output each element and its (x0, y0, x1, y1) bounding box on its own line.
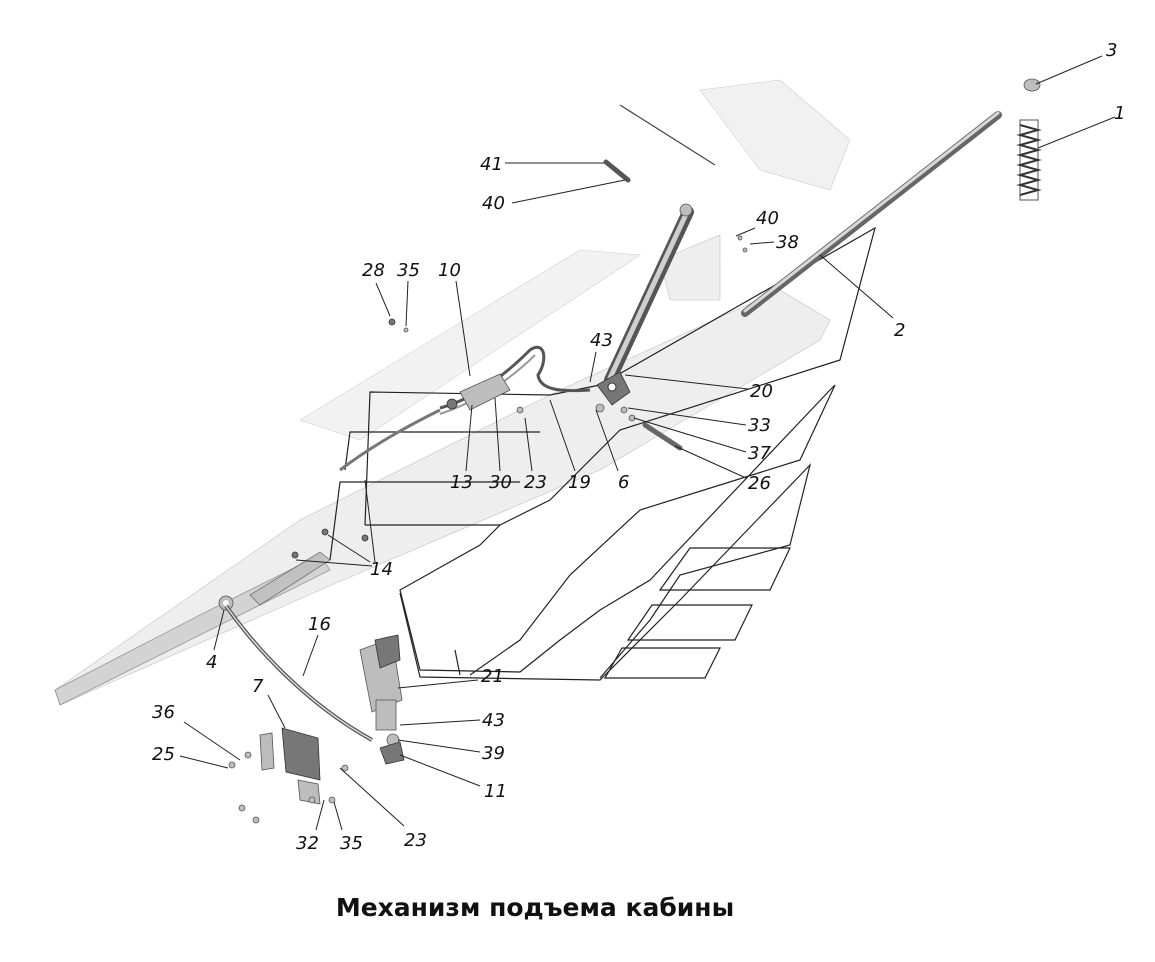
leader-lines (179, 55, 1116, 831)
pin-part-26 (642, 422, 683, 451)
callout-10: 10 (438, 260, 461, 281)
cap-part-3 (1023, 78, 1041, 92)
callout-6: 6 (618, 472, 629, 493)
callout-23-upper: 23 (524, 472, 547, 493)
callout-28: 28 (362, 260, 385, 281)
callout-33: 33 (748, 415, 771, 436)
callout-1: 1 (1114, 103, 1125, 124)
callout-20: 20 (750, 381, 773, 402)
callout-32: 32 (296, 833, 319, 854)
callout-37: 37 (748, 443, 771, 464)
callout-43-top: 43 (590, 330, 613, 351)
callout-4: 4 (206, 652, 217, 673)
spring-part-1 (1016, 119, 1042, 201)
cab-outline (329, 226, 876, 681)
frame-rail-lower (54, 551, 331, 706)
callout-13: 13 (450, 472, 473, 493)
callout-11: 11 (484, 781, 507, 802)
callout-41: 41 (480, 154, 503, 175)
callout-14: 14 (370, 559, 393, 580)
bracket-part-7 (259, 727, 321, 805)
callout-2: 2 (894, 320, 905, 341)
callout-16: 16 (308, 614, 331, 635)
pump-part-21 (359, 634, 405, 765)
frame-background (54, 79, 851, 706)
bolt-part-41 (603, 159, 631, 183)
hose-part-16 (224, 604, 373, 742)
callout-7: 7 (252, 676, 264, 697)
callouts: 3 1 2 41 40 40 38 28 35 10 43 20 33 37 2… (152, 40, 1125, 854)
callout-26: 26 (748, 473, 771, 494)
callout-39: 39 (482, 743, 505, 764)
callout-40-right: 40 (756, 208, 779, 229)
callout-40-top: 40 (482, 193, 505, 214)
callout-35-top: 35 (397, 260, 420, 281)
callout-3: 3 (1106, 40, 1117, 61)
callout-21: 21 (481, 666, 504, 687)
diagram-caption: Механизм подъема кабины (335, 893, 735, 922)
callout-43-bottom: 43 (482, 710, 505, 731)
fasteners (228, 235, 748, 824)
callout-23-lower: 23 (404, 830, 427, 851)
hydraulic-cylinder (596, 203, 694, 406)
callout-30: 30 (489, 472, 512, 493)
rod-part-2 (741, 111, 1002, 317)
callout-35-bottom: 35 (340, 833, 363, 854)
callout-25: 25 (152, 744, 175, 765)
hydraulic-pipes (339, 346, 591, 472)
callout-36: 36 (152, 702, 175, 723)
callout-38: 38 (776, 232, 799, 253)
callout-19: 19 (568, 472, 591, 493)
